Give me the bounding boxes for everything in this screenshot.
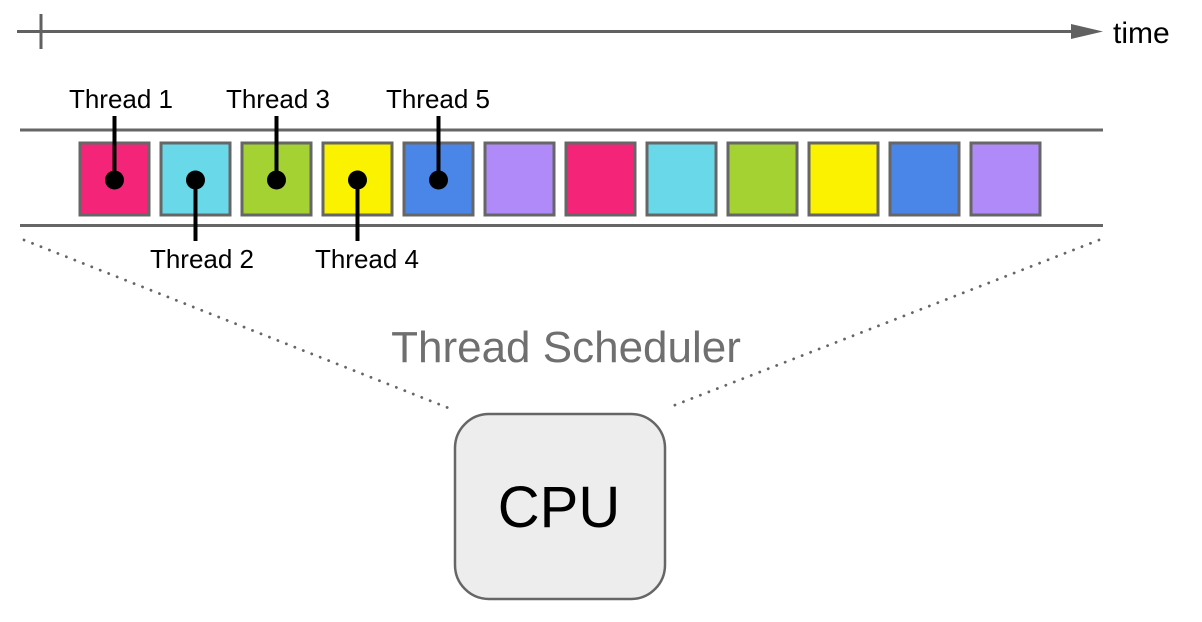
cpu-label: CPU xyxy=(498,475,620,540)
thread-slot-6 xyxy=(483,141,556,217)
thread-2-label: Thread 2 xyxy=(150,244,254,274)
thread-slot-12 xyxy=(969,141,1042,217)
thread-slot-11 xyxy=(888,141,961,217)
time-axis-arrowhead-icon xyxy=(1071,24,1103,39)
thread-1-marker-dot xyxy=(105,170,124,190)
scheduler-funnel-left-dotted-line xyxy=(22,238,453,411)
scheduler-funnel-right-dotted-line xyxy=(668,238,1101,409)
thread-3-label: Thread 3 xyxy=(226,84,330,114)
thread-4-marker-dot xyxy=(348,170,367,190)
thread-3-marker-dot xyxy=(267,170,286,190)
thread-5-marker-dot xyxy=(429,170,448,190)
thread-slot-9 xyxy=(726,141,799,217)
thread-slot-10 xyxy=(807,141,880,217)
thread-scheduler-label: Thread Scheduler xyxy=(391,323,741,372)
thread-slot-7 xyxy=(564,141,637,217)
thread-2-marker-dot xyxy=(186,170,205,190)
thread-slot-8 xyxy=(645,141,718,217)
time-axis-label: time xyxy=(1113,17,1170,50)
thread-4-label: Thread 4 xyxy=(315,244,419,274)
cpu-box xyxy=(453,412,667,601)
thread-slot-row xyxy=(78,141,1042,217)
thread-5-label: Thread 5 xyxy=(386,84,490,114)
thread-1-label: Thread 1 xyxy=(69,84,173,114)
